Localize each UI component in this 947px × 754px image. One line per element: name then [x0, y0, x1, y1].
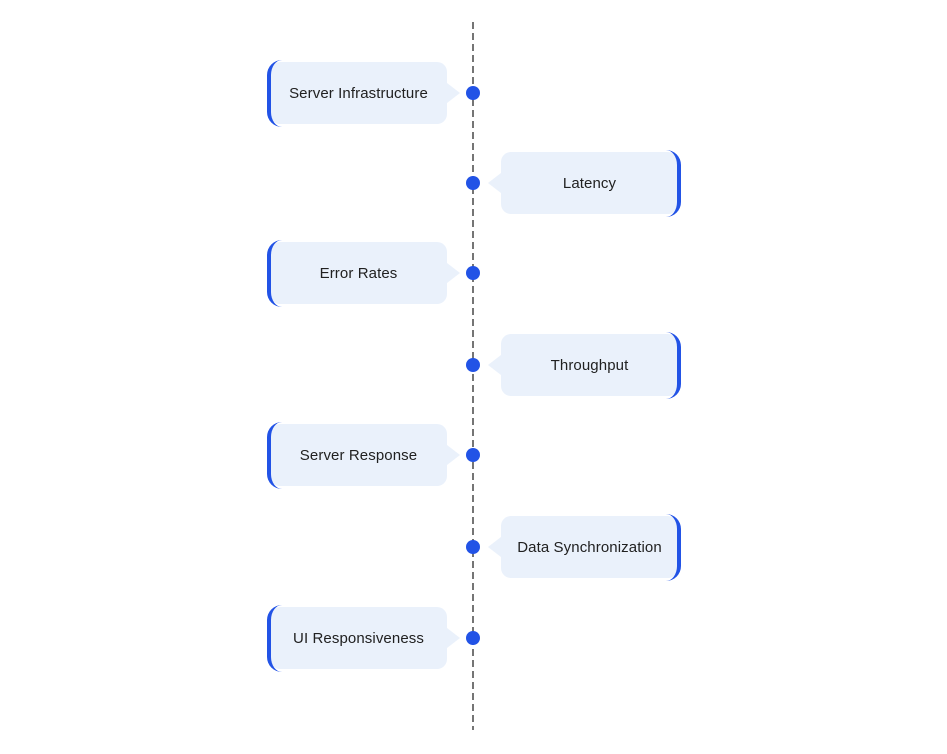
timeline-item: Error Rates: [0, 240, 947, 307]
timeline-card[interactable]: Data Synchronization: [488, 514, 681, 581]
card-accent-bracket: [662, 514, 681, 581]
timeline-node-dot[interactable]: [466, 266, 480, 280]
card-accent-bracket: [267, 240, 286, 307]
timeline-item: Data Synchronization: [0, 514, 947, 581]
card-label: Throughput: [550, 356, 629, 374]
timeline-dashed-line: [472, 22, 474, 730]
timeline-card[interactable]: UI Responsiveness: [267, 605, 460, 672]
card-pointer-arrow: [488, 355, 501, 375]
timeline-card[interactable]: Latency: [488, 150, 681, 217]
timeline-node-dot[interactable]: [466, 448, 480, 462]
card-pointer-arrow: [488, 537, 501, 557]
card-pointer-arrow: [447, 628, 460, 648]
card-pointer-arrow: [447, 83, 460, 103]
timeline-node-dot[interactable]: [466, 358, 480, 372]
timeline-item: Throughput: [0, 332, 947, 399]
card-label: Server Infrastructure: [289, 84, 428, 102]
timeline-node-dot[interactable]: [466, 540, 480, 554]
timeline-card[interactable]: Server Response: [267, 422, 460, 489]
card-accent-bracket: [662, 332, 681, 399]
timeline-item: Server Response: [0, 422, 947, 489]
timeline-item: Latency: [0, 150, 947, 217]
card-pointer-arrow: [447, 263, 460, 283]
card-accent-bracket: [267, 422, 286, 489]
timeline-node-dot[interactable]: [466, 86, 480, 100]
card-label: Latency: [562, 174, 617, 192]
card-label: Data Synchronization: [517, 538, 662, 556]
card-pointer-arrow: [447, 445, 460, 465]
timeline-card[interactable]: Error Rates: [267, 240, 460, 307]
timeline-node-dot[interactable]: [466, 631, 480, 645]
card-accent-bracket: [267, 60, 286, 127]
timeline-item: UI Responsiveness: [0, 605, 947, 672]
card-accent-bracket: [662, 150, 681, 217]
timeline-card[interactable]: Throughput: [488, 332, 681, 399]
card-label: Error Rates: [319, 264, 398, 282]
timeline-card[interactable]: Server Infrastructure: [267, 60, 460, 127]
card-label: Server Response: [299, 446, 418, 464]
timeline-node-dot[interactable]: [466, 176, 480, 190]
timeline-item: Server Infrastructure: [0, 60, 947, 127]
card-label: UI Responsiveness: [293, 629, 424, 647]
card-pointer-arrow: [488, 173, 501, 193]
card-accent-bracket: [267, 605, 286, 672]
